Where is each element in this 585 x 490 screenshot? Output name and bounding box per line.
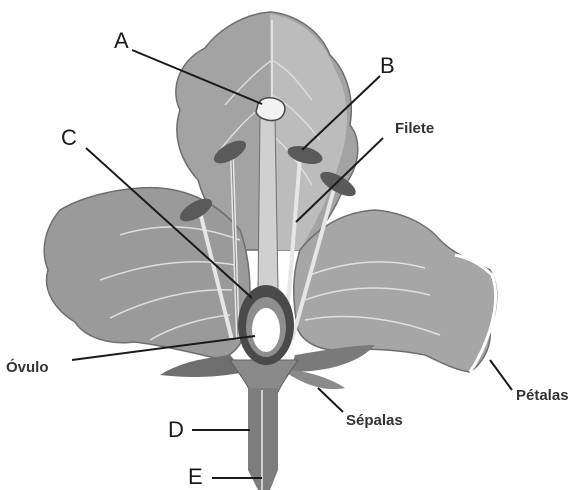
ovary	[238, 285, 294, 365]
stem	[248, 388, 278, 490]
ovule	[252, 308, 280, 352]
label-b: B	[380, 53, 395, 78]
label-a: A	[114, 28, 129, 53]
label-ovulo: Óvulo	[6, 358, 49, 376]
leader-petalas	[490, 360, 512, 390]
left-petal	[44, 188, 250, 359]
label-sepalas: Sépalas	[346, 412, 403, 429]
stigma	[256, 98, 285, 121]
leader-sepalas	[318, 388, 343, 412]
label-filete: Filete	[395, 120, 434, 137]
label-c: C	[61, 125, 77, 150]
label-petalas: Pétalas	[516, 387, 569, 404]
right-petal	[294, 210, 497, 372]
label-d: D	[168, 417, 184, 442]
label-e: E	[188, 464, 203, 489]
